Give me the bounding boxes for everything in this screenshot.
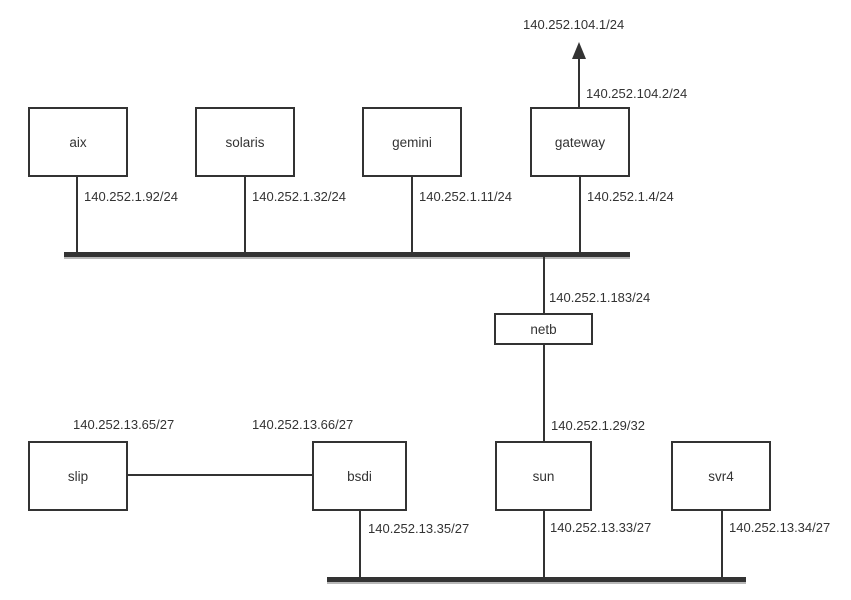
slip-bsdi-link-line [128, 474, 312, 476]
node-netb: netb [494, 313, 593, 345]
bsdi-bottom-interface-label: 140.252.13.35/27 [368, 521, 470, 536]
uplink-arrow-line [578, 57, 580, 107]
aix-drop-line [76, 177, 78, 254]
node-svr4: svr4 [671, 441, 771, 511]
gateway-interface-label: 140.252.1.4/24 [587, 189, 674, 204]
gemini-interface-label: 140.252.1.11/24 [419, 189, 513, 204]
node-gateway-label: gateway [554, 134, 606, 150]
uplink-arrowhead-icon [572, 42, 586, 59]
bsdi-drop-line [359, 511, 361, 578]
node-slip-label: slip [67, 468, 89, 484]
aix-interface-label: 140.252.1.92/24 [84, 189, 178, 204]
node-gemini: gemini [362, 107, 462, 177]
sun-bottom-interface-label: 140.252.13.33/27 [550, 520, 652, 535]
gateway-drop-line [579, 177, 581, 254]
solaris-drop-line [244, 177, 246, 254]
bottom-ethernet-bus [327, 577, 746, 582]
gateway-external-interface-label: 140.252.104.2/24 [586, 86, 688, 101]
svr4-bottom-interface-label: 140.252.13.34/27 [729, 520, 831, 535]
sun-drop-line [543, 511, 545, 578]
node-aix: aix [28, 107, 128, 177]
node-netb-label: netb [530, 321, 557, 337]
node-aix-label: aix [69, 134, 87, 150]
svr4-drop-line [721, 511, 723, 578]
node-slip: slip [28, 441, 128, 511]
bsdi-serial-interface-label: 140.252.13.66/27 [252, 417, 354, 432]
node-solaris: solaris [195, 107, 295, 177]
sun-top-interface-label: 140.252.1.29/32 [551, 418, 645, 433]
node-solaris-label: solaris [225, 134, 265, 150]
node-svr4-label: svr4 [708, 468, 734, 484]
netb-top-interface-label: 140.252.1.183/24 [549, 290, 651, 305]
node-bsdi-label: bsdi [347, 468, 372, 484]
gemini-drop-line [411, 177, 413, 254]
node-gateway: gateway [530, 107, 630, 177]
top-ethernet-bus [64, 252, 630, 257]
slip-interface-label: 140.252.13.65/27 [73, 417, 175, 432]
netb-uplink-line [543, 257, 545, 313]
netb-sun-link-line [543, 345, 545, 441]
node-sun-label: sun [532, 468, 555, 484]
node-gemini-label: gemini [392, 134, 432, 150]
node-bsdi: bsdi [312, 441, 407, 511]
solaris-interface-label: 140.252.1.32/24 [252, 189, 346, 204]
node-sun: sun [495, 441, 592, 511]
external-network-ip-label: 140.252.104.1/24 [523, 17, 625, 32]
